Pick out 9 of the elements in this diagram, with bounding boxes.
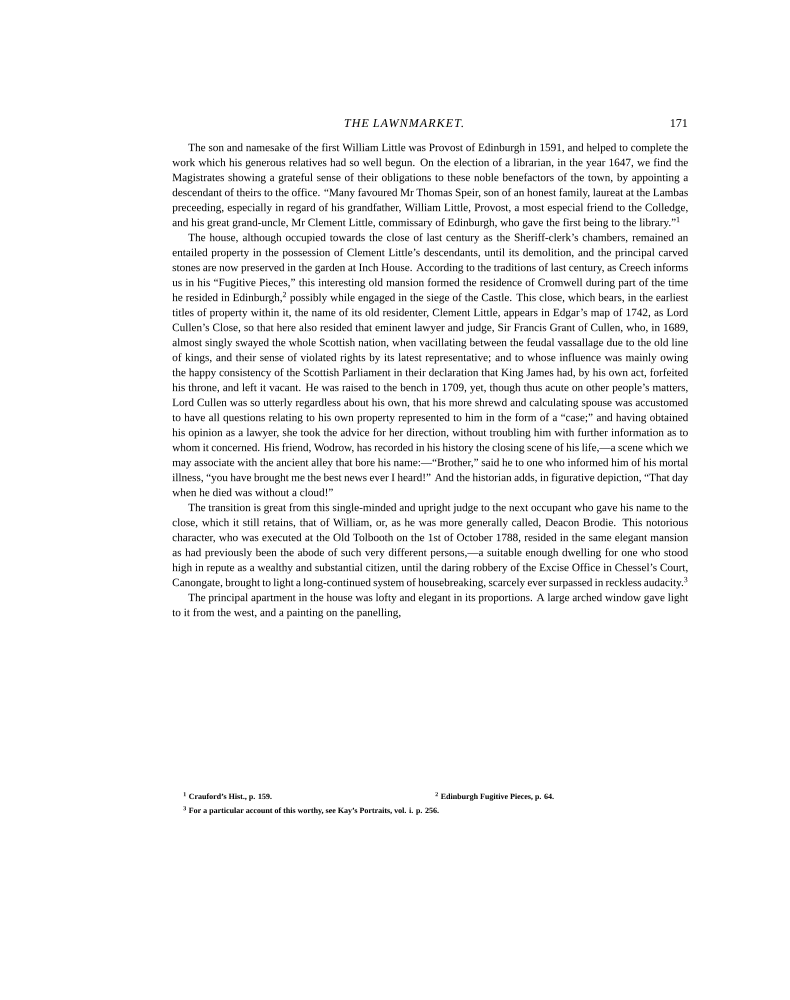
paragraph: The principal apartment in the house was lofty and elegant in its proportions. A large arched window gave light to it from the west, and a painting on the panelling, (172, 593, 688, 618)
footnote: $^{3}$ For a particular account of this worthy, see Kay’s Portraits, vol. i. p. 256. (183, 806, 439, 815)
footnote: $^{2}$ Edinburgh Fugitive Pieces, p. 64. (435, 792, 554, 801)
paragraph: The son and namesake of the first William Little was Provost of Edinburgh in 1591, and helped to complete the work which his generous relatives had so well begun. On the election of a librarian, in the year 1647, we find the Magistrates showing a grateful sense of their obligations to these noble benefactors of the town, by appointing a descendant of theirs to the office. “Many favoured Mr Thomas Speir, son of an honest family, laureat at the Lambas preceeding, especially in regard of his grandfather, William Little, Provost, a most especial friend to the Colledge, and his great grand-uncle, Mr Clement Little, commissary of Edinburgh, who gave the first being to the library.”$^{1}$ (172, 143, 688, 228)
paragraph: The transition is great from this single-minded and upright judge to the next occupant who gave his name to the close, which it still retains, that of William, or, as he was more generally called, Deacon Brodie. This notorious character, who was executed at the Old Tolbooth on the 1st of October 1788, resided in the same elegant mansion as had previously been the abode of such very different persons,—a suitable enough dwelling for one who stood high in repute as a wealthy and substantial citizen, until the daring robbery of the Excise Office in Chessel’s Court, Canongate, brought to light a long-continued system of housebreaking, scarcely ever surpassed in reckless audacity.$^{3}$ (172, 503, 688, 588)
page-number: 171 (670, 119, 688, 127)
running-head: THE LAWNMARKET. (344, 119, 463, 128)
footnote: $^{1}$ Crauford’s Hist., p. 159. (184, 792, 272, 801)
paragraph: The house, although occupied towards the close of last century as the Sheriff-clerk’s chambers, remained an entailed property in the possession of Clement Little’s descendants, until its demolition, and the principal carved stones are now preserved in the garden at Inch House. According to the traditions of last century, as Creech informs us in his “Fugitive Pieces,” this interesting old mansion formed the residence of Cromwell during part of the time he resided in Edinburgh,$^{2}$ possibly while engaged in the siege of the Castle. This close, which bears, in the earliest titles of property within it, the name of its old residenter, Clement Little, appears in Edgar’s map of 1742, as Lord Cullen’s Close, so that here also resided that eminent lawyer and judge, Sir Francis Grant of Cullen, who, in 1689, almost singly swayed the whole Scottish nation, when vacillating between the feudal vassallage due to the old line of kings, and their sense of violated rights by its latest representative; and to whose influence was mainly owing the happy consistency of the Scottish Parliament in their declaration that King James had, by his own act, forfeited his throne, and left it vacant. He was raised to the bench in 1709, yet, though thus acute on other people’s matters, Lord Cullen was so utterly regardless about his own, that his more shrewd and calculating spouse was accustomed to have all questions relating to his own property represented to him in the form of a “case;” and having obtained his opinion as a lawyer, she took the advice for her direction, without troubling him with further information as to whom it concerned. His friend, Wodrow, has recorded in his history the closing scene of his life,—a scene which we may associate with the ancient alley that bore his name:—“Brother,” said he to one who informed him of his mortal illness, “you have brought me the best news ever I heard!” And the historian adds, in figurative depiction, “That day when he died was without a cloud!” (172, 233, 688, 496)
